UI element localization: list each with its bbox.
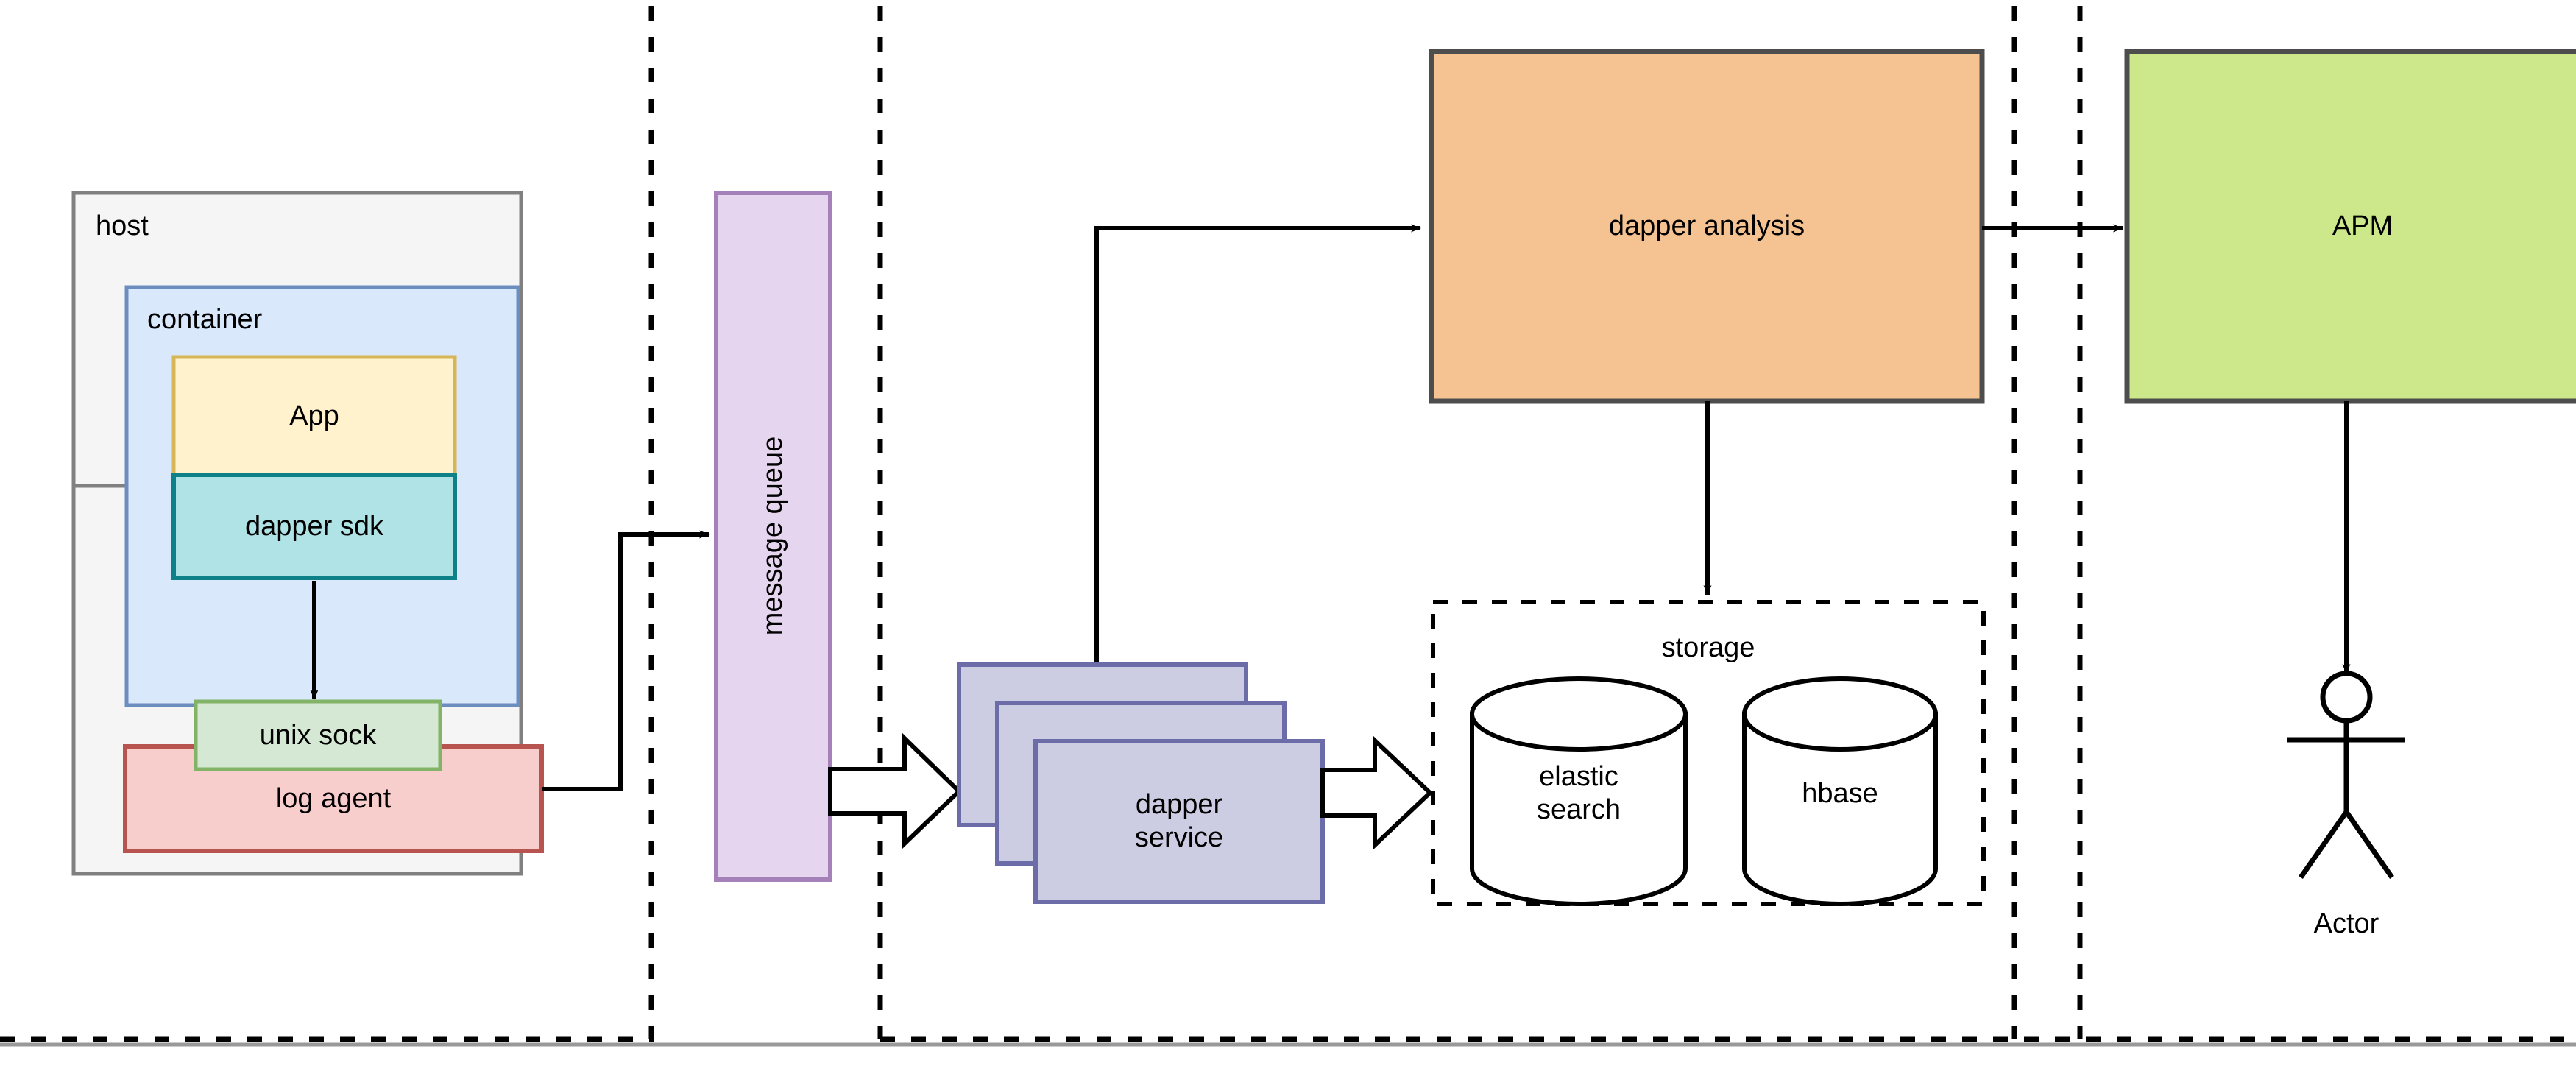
message-queue-box xyxy=(714,191,832,882)
message-queue-label: message queue xyxy=(757,436,788,636)
edge-dapper-service-to-dapper-analysis xyxy=(1094,224,1421,677)
storage-box xyxy=(1431,600,1986,906)
dapper-service-box-front xyxy=(1033,739,1325,904)
apm-box xyxy=(2124,49,2576,404)
actor-head-icon xyxy=(2320,671,2373,724)
dapper-analysis-box xyxy=(1429,49,1985,404)
bottom-boundary xyxy=(0,1036,2576,1047)
actor-leg-right xyxy=(2344,810,2394,880)
edge-log-agent-to-message-queue xyxy=(542,530,710,791)
hbase-cylinder xyxy=(1742,676,1938,906)
actor-leg-left xyxy=(2299,810,2349,880)
unix-sock-box xyxy=(194,699,442,771)
actor-figure xyxy=(2287,671,2405,880)
edge-dapper-service-to-storage xyxy=(1320,735,1434,850)
edge-message-queue-to-dapper-service xyxy=(828,732,963,849)
elastic-search-cylinder xyxy=(1470,676,1688,906)
dapper-sdk-box xyxy=(171,473,457,580)
app-box xyxy=(171,355,457,477)
